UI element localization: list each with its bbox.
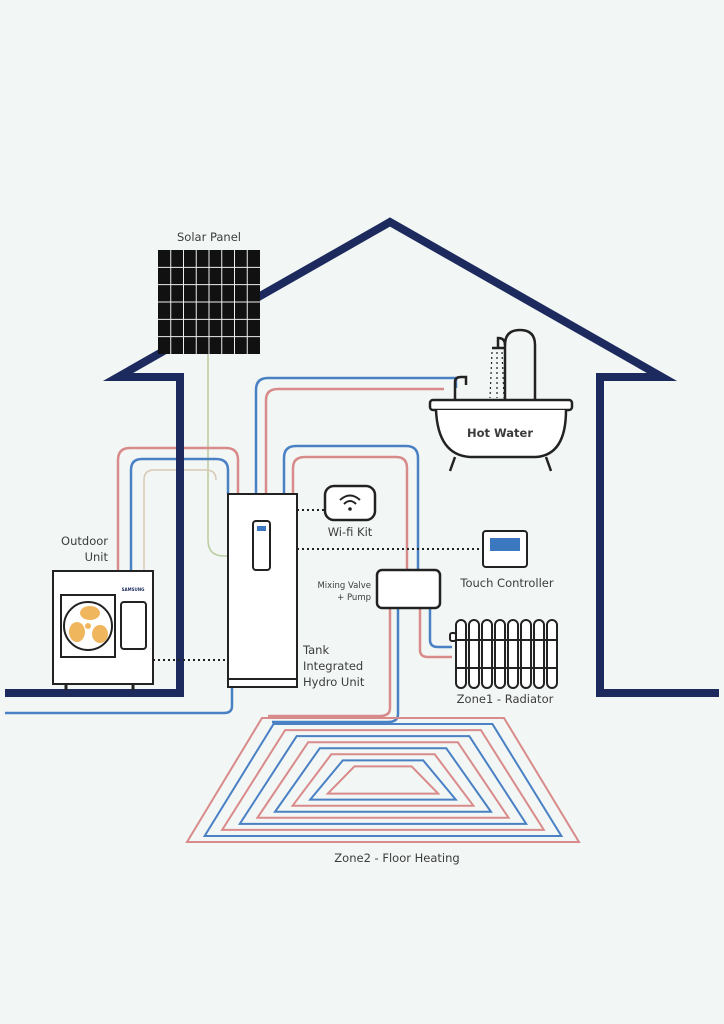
floor-cold-pipe	[272, 608, 400, 724]
floor-hot-pipe	[268, 608, 392, 718]
touch-controller-label: Touch Controller	[459, 576, 554, 590]
floor-heating-loop	[325, 765, 441, 795]
touch-controller	[482, 530, 528, 568]
control-cables	[153, 509, 483, 661]
outdoor-return-pipe	[143, 469, 217, 570]
hot-water-label: Hot Water	[467, 426, 533, 440]
tank-hydro-unit	[227, 493, 298, 688]
floor-heating-loop	[290, 753, 476, 807]
wifi-kit-label: Wi-fi Kit	[328, 525, 373, 539]
solar-panel-label: Solar Panel	[177, 230, 241, 244]
floor-heating-loop	[273, 747, 493, 813]
mixing-valve-pump	[375, 568, 442, 610]
zone1-label: Zone1 - Radiator	[457, 692, 554, 706]
floor-heating-loop	[185, 717, 581, 843]
hot-water-hot-pipe	[264, 387, 444, 494]
floor-heating-loop	[308, 759, 458, 801]
floor-heating-loop	[255, 741, 511, 819]
tank-label-2: Integrated	[303, 659, 363, 673]
wifi-icon	[339, 494, 361, 505]
valve-hot-pipe	[291, 455, 409, 570]
mixing-valve-label-2: + Pump	[337, 593, 371, 603]
shower-water	[489, 351, 505, 399]
mixing-valve-label-1: Mixing Valve	[317, 581, 371, 591]
ground-cold-pipe	[5, 687, 234, 715]
tank-label-1: Tank	[302, 643, 329, 657]
wifi-kit	[323, 484, 377, 522]
valve-cold-pipe	[282, 444, 420, 570]
floor-heating-loop	[202, 723, 564, 837]
floor-heating-loop	[237, 735, 529, 825]
tank-label-3: Hydro Unit	[303, 675, 365, 689]
bathtub-icon	[428, 328, 574, 472]
solar-panel	[158, 250, 260, 354]
radiator-cold-pipe	[428, 608, 452, 649]
zone2-label: Zone2 - Floor Heating	[334, 851, 459, 865]
brand-logo: SAMSUNG	[122, 587, 145, 592]
pipes	[5, 354, 458, 724]
radiator-icon	[449, 619, 558, 689]
house-outline	[5, 217, 719, 697]
solar-cable	[207, 354, 228, 557]
radiator-hot-pipe	[418, 608, 452, 659]
hot-water-cold-pipe	[254, 376, 458, 494]
outdoor-unit	[52, 570, 154, 690]
floor-heating-loop	[220, 729, 546, 831]
outdoor-unit-label-1: Outdoor	[61, 534, 108, 548]
floor-heating-spiral	[185, 717, 581, 843]
outdoor-unit-label-2: Unit	[85, 550, 109, 564]
